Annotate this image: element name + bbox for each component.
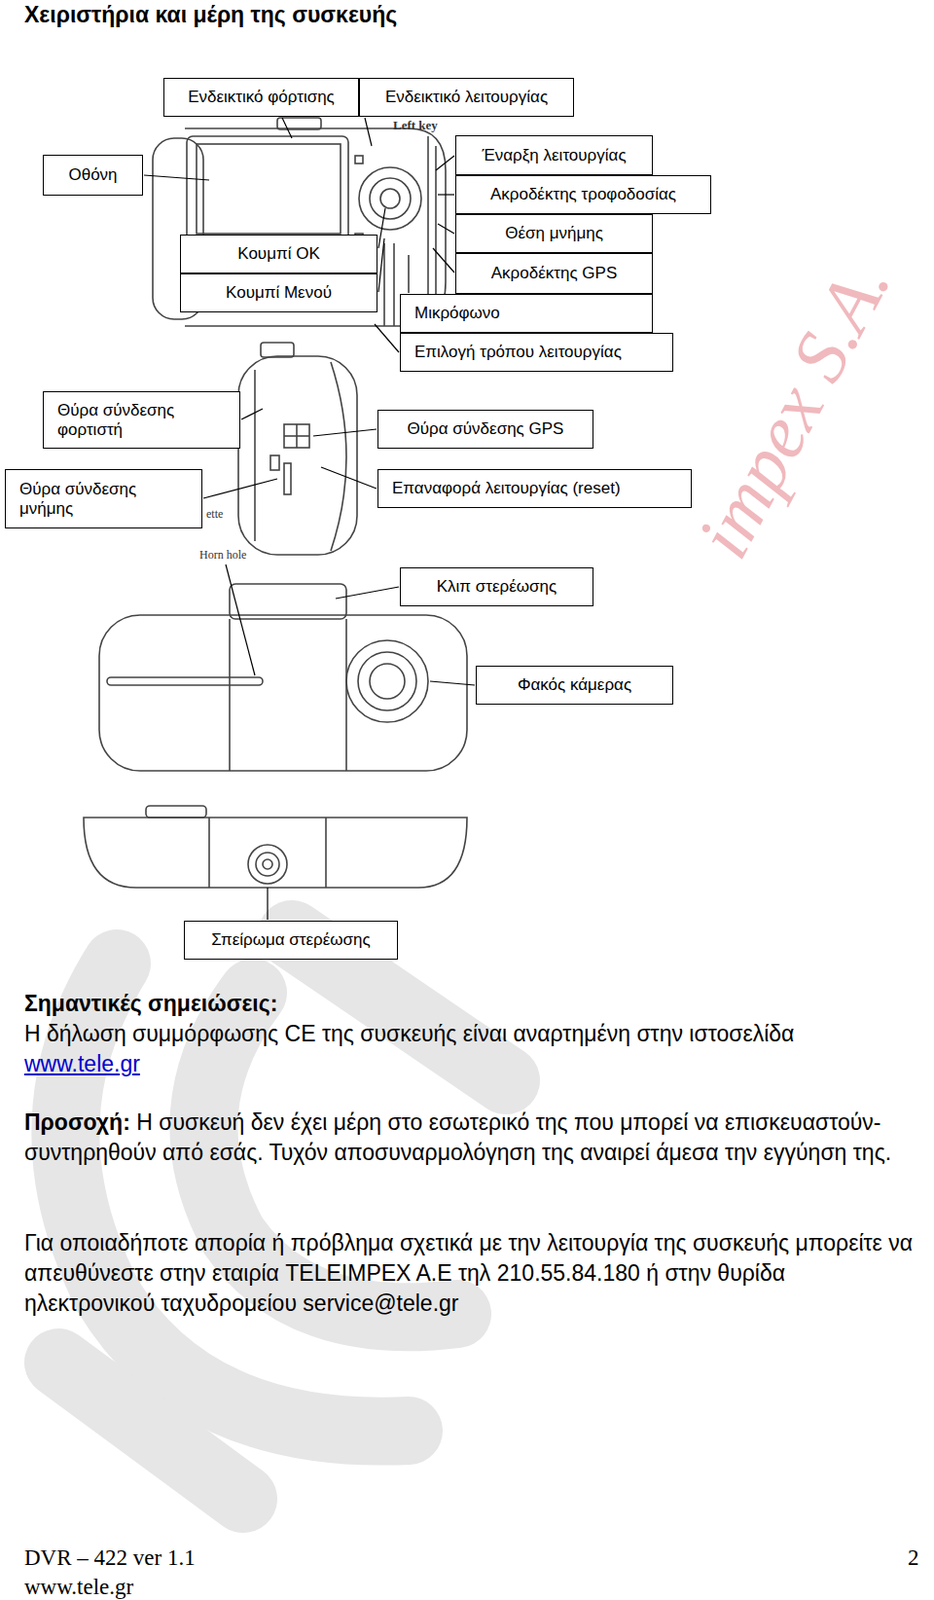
callout-label: Μικρόφωνο [414, 303, 501, 324]
callout-label: Ακροδέκτης τροφοδοσίας [490, 184, 677, 205]
callout-label: Φακός κάμερας [517, 675, 632, 695]
callout-label: Ενδεικτικό λειτουργίας [385, 87, 548, 108]
callout-box: Θέση μνήμης [455, 214, 653, 253]
footer-model: DVR – 422 ver 1.1 [24, 1542, 196, 1573]
caution-heading: Προσοχή: [24, 1109, 131, 1135]
callout-box: Θύρα σύνδεσης μνήμης [4, 468, 203, 529]
callout-box: Θύρα σύνδεσης φορτιστή [42, 391, 241, 449]
part-label: Left key [393, 117, 438, 133]
caution-text: Η συσκευή δεν έχει μέρη στο εσωτερικό τη… [24, 1109, 892, 1165]
callout-box: Θύρα σύνδεσης GPS [377, 409, 594, 449]
contact-text: Για οποιαδήποτε απορία ή πρόβλημα σχετικ… [24, 1227, 915, 1319]
callout-label: Επαναφορά λειτουργίας (reset) [392, 478, 621, 499]
callout-label: Κουμπί OK [237, 244, 320, 264]
callout-box: Ενδεικτικό λειτουργίας [359, 77, 575, 117]
part-label: Horn hole [199, 547, 247, 562]
callout-label: Θύρα σύνδεσης φορτιστή [57, 400, 189, 440]
note-heading: Σημαντικές σημειώσεις: [24, 988, 278, 1019]
web-link: www.tele.gr [24, 1048, 141, 1079]
callout-label: Έναρξη λειτουργίας [481, 145, 626, 166]
callout-label: Θύρα σύνδεσης μνήμης [19, 479, 151, 519]
note-text: Η δήλωση συμμόρφωσης CE της συσκευής είν… [24, 1018, 915, 1049]
callout-box: Κλιπ στερέωσης [399, 567, 594, 607]
callout-box: Ακροδέκτης τροφοδοσίας [455, 175, 712, 215]
callout-box: Κουμπί OK [179, 234, 378, 274]
page-number: 2 [907, 1542, 920, 1573]
caution-paragraph: Προσοχή:Η συσκευή δεν έχει μέρη στο εσωτ… [24, 1107, 915, 1168]
callout-box: Φακός κάμερας [475, 665, 674, 705]
callout-box: Μικρόφωνο [399, 293, 653, 333]
callout-box: Σπείρωμα στερέωσης [183, 920, 398, 960]
callout-box: Ενδεικτικό φόρτισης [163, 77, 360, 117]
callout-box: Επιλογή τρόπου λειτουργίας [399, 332, 674, 372]
callout-label: Κλιπ στερέωσης [436, 576, 558, 597]
page-title: Χειριστήρια και μέρη της συσκευής [24, 1, 397, 29]
footer-url: www.tele.gr [24, 1571, 134, 1600]
callout-label: Οθόνη [68, 165, 117, 185]
callout-label: Θύρα σύνδεσης GPS [407, 419, 565, 439]
callout-label: Κουμπί Μενού [225, 283, 332, 303]
callout-box: Κουμπί Μενού [179, 273, 378, 313]
callout-label: Ενδεικτικό φόρτισης [187, 87, 335, 108]
callout-label: Σπείρωμα στερέωσης [211, 930, 371, 950]
part-label: ette [206, 506, 223, 521]
callout-label: Ακροδέκτης GPS [491, 263, 618, 284]
callout-label: Επιλογή τρόπου λειτουργίας [414, 342, 622, 362]
watermark: impex S.A. [683, 248, 904, 570]
callout-box: Ακροδέκτης GPS [455, 252, 653, 294]
callout-box: Επαναφορά λειτουργίας (reset) [377, 468, 692, 508]
callout-box: Οθόνη [42, 154, 144, 196]
callout-label: Θέση μνήμης [504, 223, 604, 244]
callout-box: Έναρξη λειτουργίας [455, 135, 653, 176]
